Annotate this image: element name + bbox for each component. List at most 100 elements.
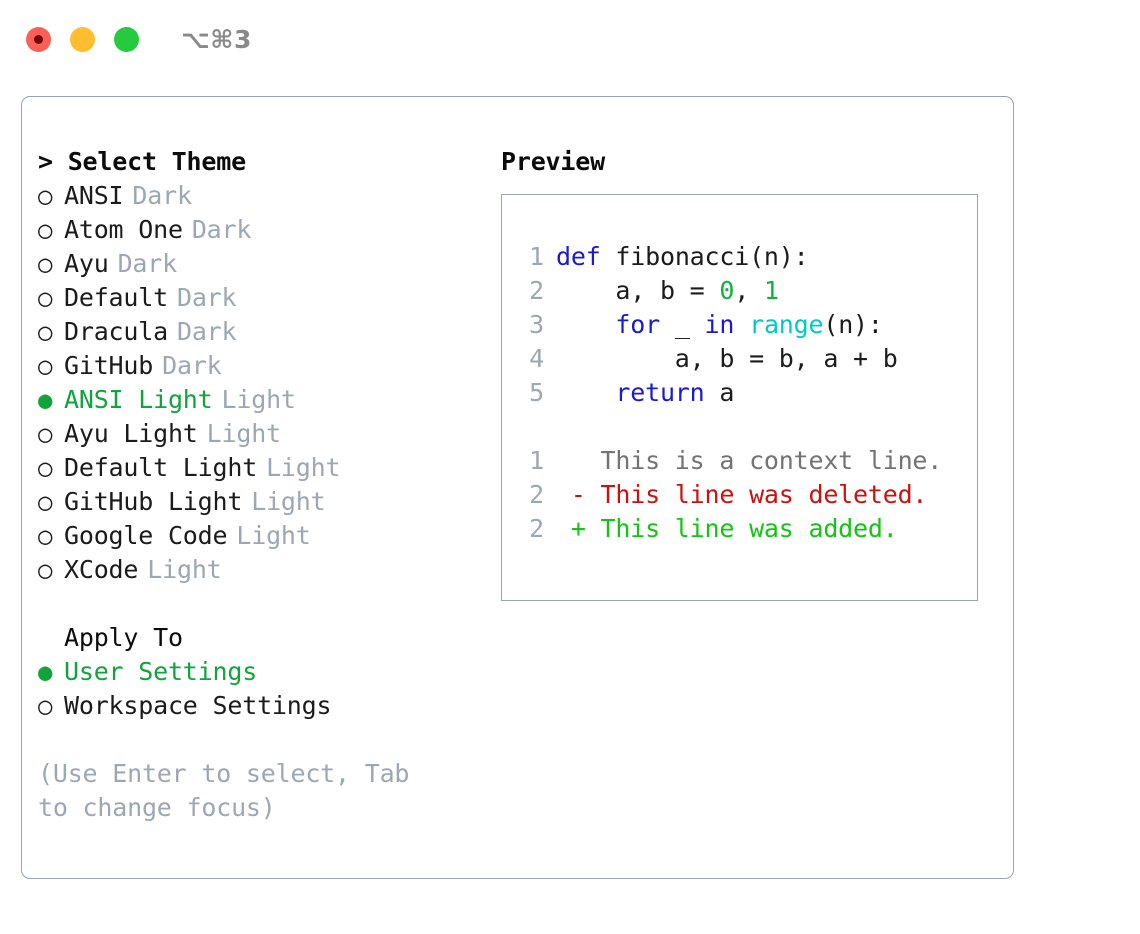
theme-variant-tag: Dark <box>132 181 192 210</box>
theme-option-label: GitHub <box>64 351 154 380</box>
preview-divider <box>514 410 971 444</box>
theme-option-10[interactable]: ○ Google Code Light <box>38 519 478 553</box>
radio-selected-icon: ● <box>38 386 53 414</box>
code-token-kw: def <box>556 242 601 271</box>
line-number: 5 <box>529 378 544 407</box>
theme-option-label: Default Light <box>64 453 258 482</box>
radio-unselected-icon: ○ <box>38 454 53 482</box>
theme-option-8[interactable]: ○ Default Light Light <box>38 451 478 485</box>
radio-selected-icon: ● <box>38 658 53 686</box>
code-line: 2 a, b = 0, 1 <box>514 274 971 308</box>
theme-option-label: GitHub Light <box>64 487 243 516</box>
theme-option-label: Google Code <box>64 521 228 550</box>
theme-option-label: ANSI Light <box>64 385 213 414</box>
theme-option-label: Ayu Light <box>64 419 198 448</box>
code-token-plain: a, b = <box>556 276 720 305</box>
radio-unselected-icon: ○ <box>38 352 53 380</box>
radio-unselected-icon: ○ <box>38 556 53 584</box>
window-controls <box>26 26 139 52</box>
radio-unselected-icon: ○ <box>38 216 53 244</box>
code-token-plain: , <box>734 276 764 305</box>
help-text: (Use Enter to select, Tab to change focu… <box>38 759 425 822</box>
close-button[interactable] <box>26 26 51 52</box>
apply-to-list[interactable]: ● User Settings ○ Workspace Settings <box>38 655 478 723</box>
code-line: 3 for _ in range(n): <box>514 308 971 342</box>
code-token-kw: in <box>704 310 735 339</box>
theme-option-label: Default <box>64 283 168 312</box>
theme-option-4[interactable]: ○ Dracula Dark <box>38 315 478 349</box>
theme-variant-tag: Light <box>221 385 296 414</box>
line-number: 2 <box>529 276 544 305</box>
code-text: for _ in range(n): <box>556 308 883 342</box>
theme-variant-tag: Light <box>236 521 311 550</box>
theme-variant-tag: Light <box>266 453 341 482</box>
radio-unselected-icon: ○ <box>38 522 53 550</box>
window-title: ⌥⌘3 <box>181 24 252 54</box>
theme-option-label: Dracula <box>64 317 168 346</box>
radio-unselected-icon: ○ <box>38 318 53 346</box>
apply-option-1[interactable]: ○ Workspace Settings <box>38 689 478 723</box>
apply-option-label: User Settings <box>64 657 258 686</box>
list-spacer <box>38 587 478 621</box>
theme-variant-tag: Light <box>147 555 222 584</box>
line-number: 3 <box>529 310 544 339</box>
code-token-fn: range <box>749 310 824 339</box>
apply-option-label: Workspace Settings <box>64 691 332 720</box>
theme-variant-tag: Dark <box>191 215 252 244</box>
minimize-button[interactable] <box>70 26 95 52</box>
line-number: 1 <box>529 242 544 271</box>
diff-text: + This line was added. <box>556 514 898 543</box>
code-line: 1 def fibonacci(n): <box>514 240 971 274</box>
theme-option-6[interactable]: ● ANSI Light Light <box>38 383 478 417</box>
radio-unselected-icon: ○ <box>38 692 53 720</box>
code-token-num: 0 <box>719 276 735 305</box>
theme-option-label: Ayu <box>64 249 109 278</box>
theme-option-3[interactable]: ○ Default Dark <box>38 281 478 315</box>
apply-option-0[interactable]: ● User Settings <box>38 655 478 689</box>
code-token-plain <box>556 378 615 407</box>
code-token-kw: return <box>615 378 705 407</box>
theme-option-label: Atom One <box>64 215 183 244</box>
line-number: 2 <box>529 514 544 543</box>
theme-option-7[interactable]: ○ Ayu Light Light <box>38 417 478 451</box>
diff-line-del: 2 - This line was deleted. <box>514 478 971 512</box>
diff-line-add: 2 + This line was added. <box>514 512 971 546</box>
theme-variant-tag: Light <box>206 419 281 448</box>
theme-option-11[interactable]: ○ XCode Light <box>38 553 478 587</box>
diff-text: - This line was deleted. <box>556 480 928 509</box>
diff-text: This is a context line. <box>556 446 943 475</box>
code-token-plain <box>556 310 615 339</box>
code-token-plain <box>734 310 749 339</box>
theme-option-9[interactable]: ○ GitHub Light Light <box>38 485 478 519</box>
code-text: def fibonacci(n): <box>556 240 809 274</box>
code-token-plain: _ <box>659 310 705 339</box>
diff-line-ctx: 1 This is a context line. <box>514 444 971 478</box>
code-token-plain: a <box>704 378 735 407</box>
code-token-plain: fibonacci(n): <box>600 242 809 271</box>
radio-unselected-icon: ○ <box>38 284 53 312</box>
theme-variant-tag: Dark <box>176 317 237 346</box>
line-number: 1 <box>529 446 544 475</box>
code-token-num: 1 <box>763 276 779 305</box>
zoom-button[interactable] <box>114 26 139 52</box>
radio-unselected-icon: ○ <box>38 488 53 516</box>
code-text: a, b = 0, 1 <box>556 274 779 308</box>
theme-option-label: ANSI <box>64 181 124 210</box>
code-line: 5 return a <box>514 376 971 410</box>
titlebar: ⌥⌘3 <box>0 0 1140 78</box>
theme-option-1[interactable]: ○ Atom One Dark <box>38 213 478 247</box>
theme-variant-tag: Dark <box>176 283 237 312</box>
radio-unselected-icon: ○ <box>38 420 53 448</box>
theme-variant-tag: Light <box>251 487 326 516</box>
theme-option-label: XCode <box>64 555 139 584</box>
